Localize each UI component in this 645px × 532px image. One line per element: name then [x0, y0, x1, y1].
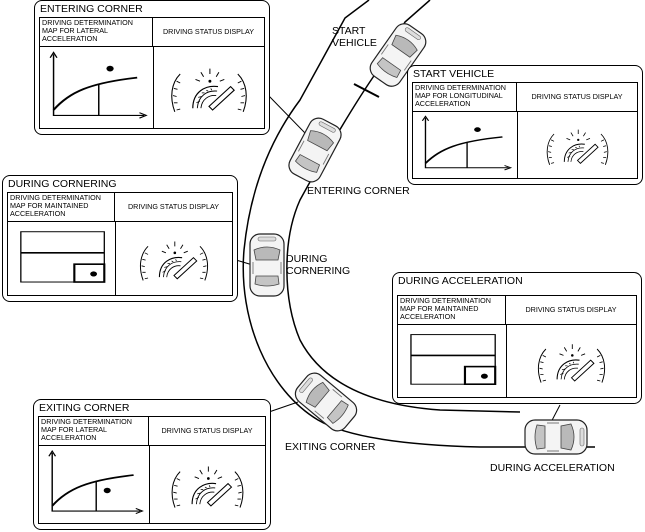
- driving-status-gauge-icon: [116, 222, 232, 295]
- panel-title: START VEHICLE: [413, 68, 495, 80]
- panel-table: DRIVING DETERMINATION MAP FOR MAINTAINED…: [7, 192, 233, 296]
- driving-status-gauge-icon: [150, 446, 265, 523]
- map-header: DRIVING DETERMINATION MAP FOR LATERAL AC…: [40, 18, 153, 47]
- panel-title: DURING CORNERING: [8, 178, 117, 190]
- callout-exiting-corner: [265, 401, 299, 414]
- vehicle-exiting-icon: [290, 368, 362, 436]
- callout-entering-corner: [267, 94, 306, 134]
- road-label-during-cornering: DURING CORNERING: [286, 253, 351, 277]
- driving-status-gauge-icon: [507, 325, 636, 397]
- driving-status-gauge-icon: [154, 47, 264, 128]
- road-label-entering-corner: ENTERING CORNER: [307, 185, 410, 197]
- map-header: DRIVING DETERMINATION MAP FOR LONGITUDIN…: [413, 83, 517, 112]
- road-label-exiting-corner: EXITING CORNER: [285, 441, 376, 453]
- status-header: DRIVING STATUS DISPLAY: [149, 417, 265, 446]
- lateral-acceleration-map-graph: [40, 47, 153, 128]
- status-header: DRIVING STATUS DISPLAY: [506, 296, 636, 325]
- driving-status-gauge-icon: [518, 112, 637, 178]
- panel-during-acceleration: DURING ACCELERATION DRIVING DETERMINATIO…: [392, 272, 642, 404]
- status-header: DRIVING STATUS DISPLAY: [153, 18, 264, 47]
- start-line: [353, 83, 380, 98]
- vehicle-entering-icon: [284, 114, 346, 186]
- panel-table: DRIVING DETERMINATION MAP FOR LATERAL AC…: [39, 17, 265, 129]
- map-header: DRIVING DETERMINATION MAP FOR MAINTAINED…: [398, 296, 506, 325]
- road-outer-edge: [242, 0, 595, 448]
- longitudinal-acceleration-map-graph: [413, 112, 517, 178]
- panel-table: DRIVING DETERMINATION MAP FOR LONGITUDIN…: [412, 82, 638, 179]
- road-inner-edge: [286, 0, 521, 413]
- road-label-during-acceleration: DURING ACCELERATION: [490, 462, 615, 474]
- map-header: DRIVING DETERMINATION MAP FOR MAINTAINED…: [8, 193, 115, 222]
- vehicle-cornering-icon: [249, 233, 285, 297]
- status-header: DRIVING STATUS DISPLAY: [517, 83, 637, 112]
- panel-during-cornering: DURING CORNERING DRIVING DETERMINATION M…: [2, 175, 238, 302]
- panel-entering-corner: ENTERING CORNER DRIVING DETERMINATION MA…: [34, 0, 270, 135]
- panel-exiting-corner: EXITING CORNER DRIVING DETERMINATION MAP…: [33, 399, 271, 530]
- map-header: DRIVING DETERMINATION MAP FOR LATERAL AC…: [39, 417, 149, 446]
- vehicle-accelerating-icon: [524, 419, 588, 455]
- road: [242, 0, 595, 448]
- status-header: DRIVING STATUS DISPLAY: [115, 193, 232, 222]
- road-label-start-vehicle: START VEHICLE: [332, 25, 377, 49]
- panel-start-vehicle: START VEHICLE DRIVING DETERMINATION MAP …: [407, 65, 643, 185]
- panel-title: ENTERING CORNER: [40, 3, 143, 15]
- panel-table: DRIVING DETERMINATION MAP FOR LATERAL AC…: [38, 416, 266, 524]
- maintained-acceleration-map-graph: [8, 222, 115, 295]
- maintained-acceleration-map-graph: [398, 325, 506, 397]
- panel-title: DURING ACCELERATION: [398, 275, 523, 287]
- lateral-acceleration-map-graph: [39, 446, 149, 523]
- panel-table: DRIVING DETERMINATION MAP FOR MAINTAINED…: [397, 295, 637, 398]
- panel-title: EXITING CORNER: [39, 402, 130, 414]
